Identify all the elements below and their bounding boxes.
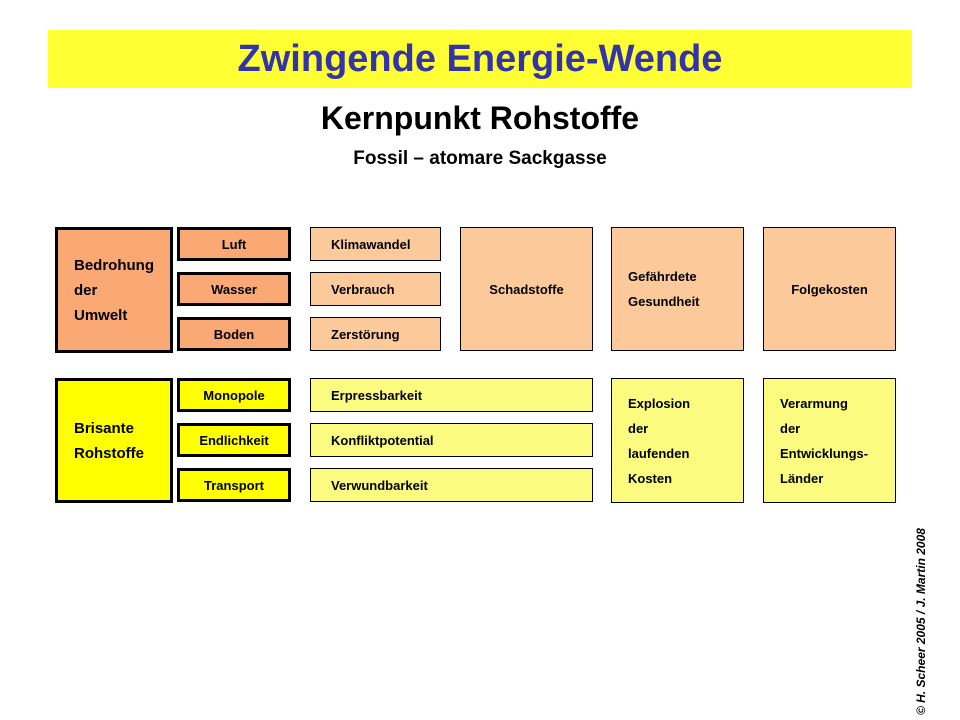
impact-line: der (628, 420, 649, 436)
resource-label: Transport (204, 477, 264, 493)
effect-label: Verwundbarkeit (331, 477, 428, 493)
cost-box-folgekosten: Folgekosten (763, 227, 896, 351)
category-line: Brisante (74, 419, 135, 437)
category-line: der (74, 281, 98, 299)
cost-line: der (780, 420, 801, 436)
resource-label: Monopole (203, 387, 265, 403)
impact-line: laufenden (628, 445, 690, 461)
effect-label: Konfliktpotential (331, 432, 434, 448)
page-subtitle: Kernpunkt Rohstoffe (320, 100, 640, 136)
header-banner (48, 30, 912, 88)
effect-label: Klimawandel (331, 236, 411, 252)
category-box-umwelt: Bedrohung der Umwelt (55, 227, 173, 353)
effect-box-klimawandel: Klimawandel (310, 227, 441, 261)
effect-label: Verbrauch (331, 281, 395, 297)
effect-box-zerstoerung: Zerstörung (310, 317, 441, 351)
impact-line: Gesundheit (628, 294, 700, 309)
category-line: Umwelt (74, 306, 128, 324)
resource-box-endlichkeit: Endlichkeit (177, 423, 291, 457)
resource-label: Wasser (211, 281, 257, 297)
copyright-text: © H. Scheer 2005 / J. Martin 2008 (914, 528, 928, 715)
cost-line: Länder (780, 470, 824, 486)
resource-box-transport: Transport (177, 468, 291, 502)
page-title: Zwingende Energie-Wende (237, 38, 723, 80)
consequence-label: Schadstoffe (489, 281, 564, 297)
resource-label: Boden (213, 326, 255, 342)
resource-box-boden: Boden (177, 317, 291, 351)
copyright-notice: © H. Scheer 2005 / J. Martin 2008 (914, 505, 946, 715)
effect-box-verwundbarkeit: Verwundbarkeit (310, 468, 593, 502)
cost-line: Entwicklungs- (780, 445, 869, 461)
impact-box-gesundheit: Gefährdete Gesundheit (611, 227, 744, 351)
resource-box-luft: Luft (177, 227, 291, 261)
effect-label: Zerstörung (331, 326, 400, 342)
effect-box-verbrauch: Verbrauch (310, 272, 441, 306)
resource-label: Luft (221, 236, 247, 252)
effect-label: Erpressbarkeit (331, 387, 423, 403)
effect-box-konfliktpotential: Konfliktpotential (310, 423, 593, 457)
cost-line: Verarmung (780, 395, 848, 411)
category-box-rohstoffe: Brisante Rohstoffe (55, 378, 173, 503)
consequence-box-schadstoffe: Schadstoffe (460, 227, 593, 351)
resource-box-wasser: Wasser (177, 272, 291, 306)
cost-box-verarmung: Verarmung der Entwicklungs- Länder (763, 378, 896, 503)
impact-box-kosten: Explosion der laufenden Kosten (611, 378, 744, 503)
page-subsubtitle: Fossil – atomare Sackgasse (353, 148, 607, 169)
impact-line: Kosten (628, 470, 673, 486)
resource-label: Endlichkeit (199, 432, 269, 448)
impact-line: Gefährdete (628, 269, 697, 284)
category-line: Bedrohung (74, 256, 154, 274)
resource-box-monopole: Monopole (177, 378, 291, 412)
impact-line: Explosion (628, 395, 691, 411)
effect-box-erpressbarkeit: Erpressbarkeit (310, 378, 593, 412)
cost-label: Folgekosten (791, 281, 868, 297)
category-line: Rohstoffe (74, 444, 144, 462)
